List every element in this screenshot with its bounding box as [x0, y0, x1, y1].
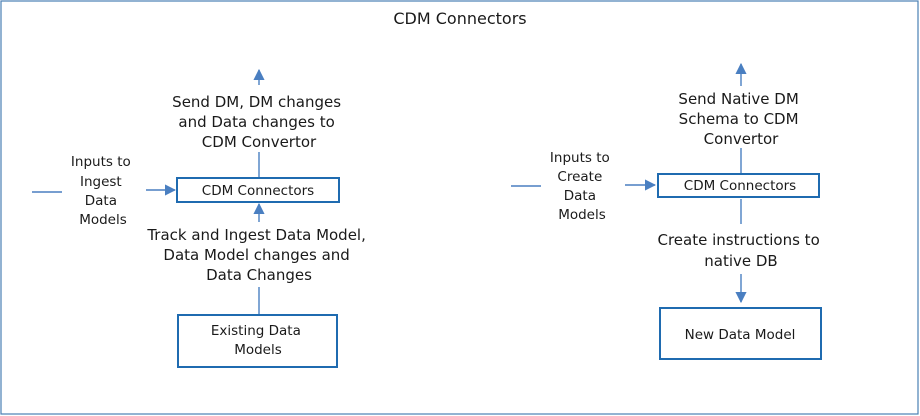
left-input-label-line-2: Ingest [80, 174, 122, 190]
left-output-label-line-1: Send DM, DM changes [172, 93, 341, 111]
right-output-label: Send Native DM Schema to CDM Convertor [678, 90, 803, 148]
right-output-label-line-2: Schema to CDM [679, 110, 799, 128]
left-cdm-connectors-label: CDM Connectors [202, 183, 314, 199]
left-existing-models-label-line-2: Models [234, 342, 282, 358]
left-track-label-line-3: Data Changes [206, 266, 312, 284]
right-flow: Send Native DM Schema to CDM Convertor I… [511, 62, 824, 360]
right-input-label-line-4: Models [558, 207, 606, 223]
left-input-label-line-4: Models [79, 212, 127, 228]
left-flow: Send DM, DM changes and Data changes to … [32, 68, 370, 368]
right-instructions-label-line-1: Create instructions to [657, 231, 819, 249]
right-output-label-line-3: Convertor [704, 130, 779, 148]
left-track-label-line-1: Track and Ingest Data Model, [146, 226, 366, 244]
right-new-model-label: New Data Model [685, 327, 796, 343]
left-track-label: Track and Ingest Data Model, Data Model … [146, 226, 370, 284]
left-existing-models-label: Existing Data Models [211, 323, 305, 358]
left-output-label-line-3: CDM Convertor [202, 133, 317, 151]
left-output-label-line-2: and Data changes to [178, 113, 334, 131]
right-input-label: Inputs to Create Data Models [550, 150, 614, 223]
left-input-label-line-1: Inputs to [71, 154, 131, 170]
right-input-label-line-1: Inputs to [550, 150, 610, 166]
left-cdm-connectors-box [176, 177, 340, 203]
right-input-label-line-2: Create [557, 169, 602, 185]
right-output-label-line-1: Send Native DM [678, 90, 798, 108]
left-output-label: Send DM, DM changes and Data changes to … [172, 93, 346, 151]
right-cdm-connectors-box [657, 173, 820, 198]
right-instructions-label: Create instructions to native DB [657, 231, 824, 270]
left-track-label-line-2: Data Model changes and [163, 246, 349, 264]
left-input-label: Inputs to Ingest Data Models [71, 154, 135, 228]
right-new-model-box [659, 307, 822, 360]
right-instructions-label-line-2: native DB [704, 252, 777, 270]
right-input-label-line-3: Data [564, 188, 596, 204]
diagram-title: CDM Connectors [393, 9, 526, 28]
left-existing-models-label-line-1: Existing Data [211, 323, 301, 339]
right-cdm-connectors-label: CDM Connectors [684, 178, 796, 194]
left-existing-models-box [177, 314, 338, 368]
left-input-label-line-3: Data [85, 193, 117, 209]
